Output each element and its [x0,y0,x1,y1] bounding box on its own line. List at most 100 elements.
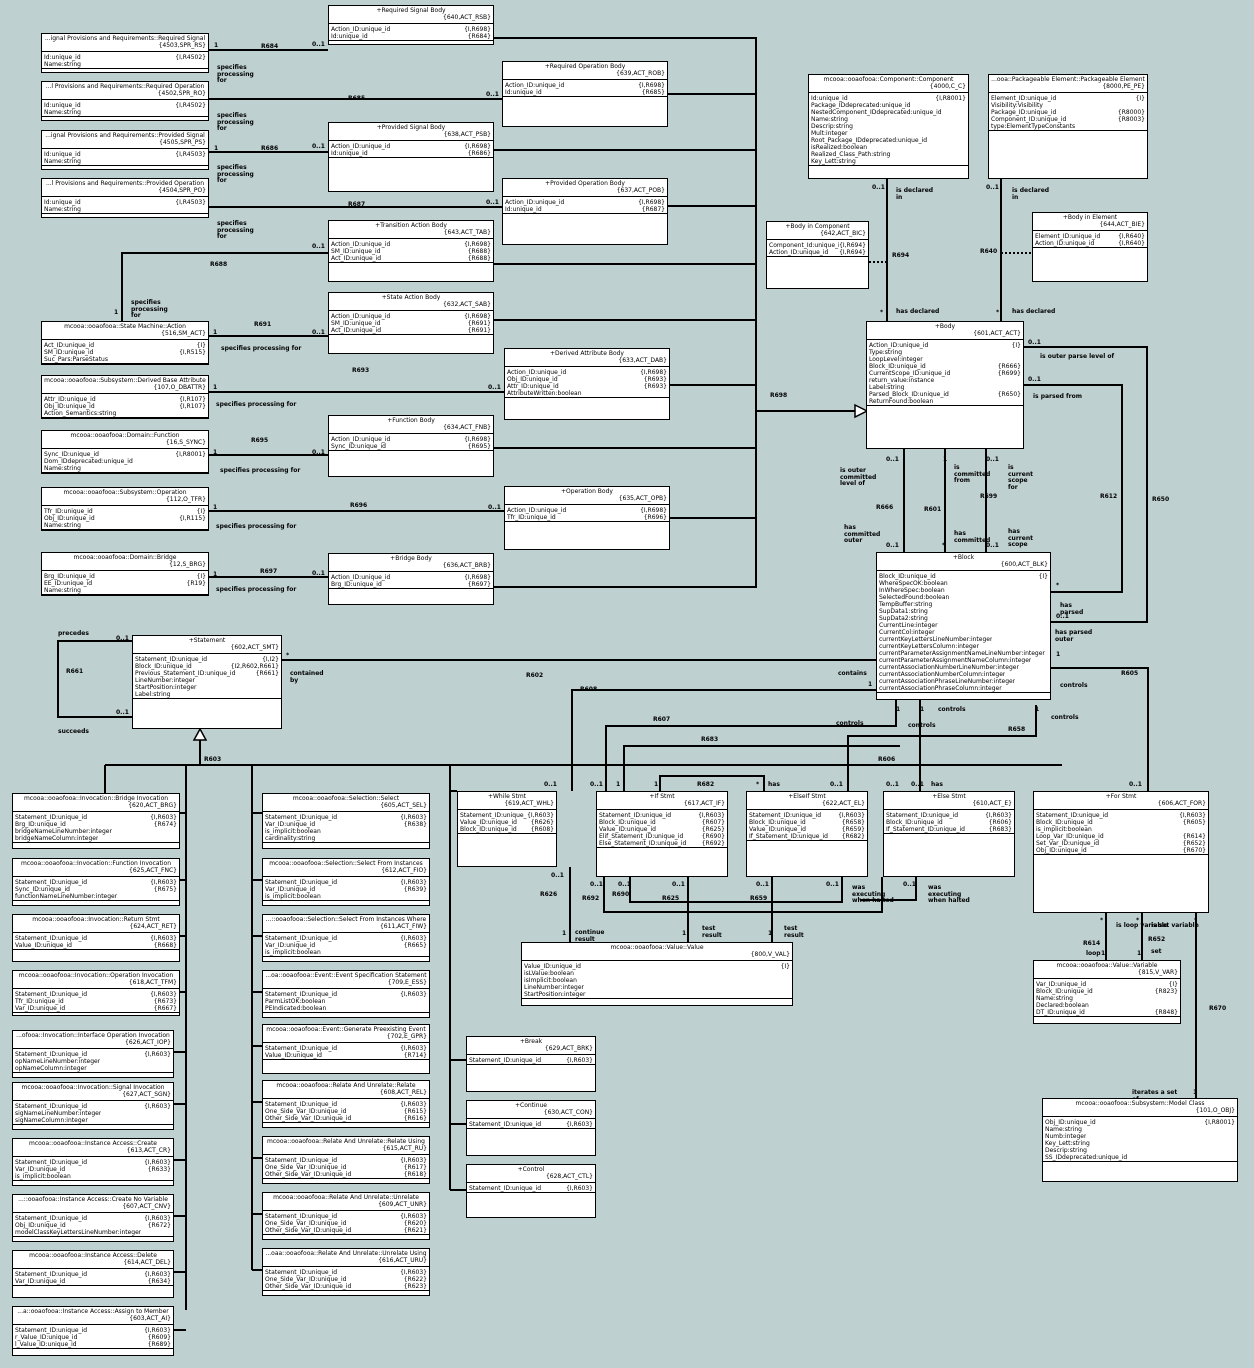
association-label: R603 [204,756,222,763]
class-s-brg[interactable]: mcooa::ooaofooa::Domain::Bridge{12,S_BRG… [41,552,209,596]
class-act-fio[interactable]: mcooa::ooaofooa::Selection::Select From … [262,858,430,906]
class-act-brk[interactable]: +Break{629,ACT_BRK}Statement_ID:unique_i… [466,1036,596,1092]
association-label: 1 [1193,1089,1198,1096]
association-label: 1 [943,456,948,463]
association-label: is declared in [896,187,934,201]
class-header: ...a::ooaofooa::Instance Access::Assign … [13,1307,173,1325]
class-spr-po[interactable]: ...l Provisions and Requirements::Provid… [41,178,209,218]
class-act-rel[interactable]: mcooa::ooaofooa::Relate And Unrelate::Re… [262,1080,430,1128]
class-keyletters: {624,ACT_RET} [129,923,177,930]
class-pe-pe[interactable]: ...ooa::Packageable Element::Packageable… [988,74,1148,179]
class-v-val[interactable]: mcooa::ooaofooa::Value::Value{800,V_VAL}… [521,942,793,1006]
attribute-row: Visibility:Visibility [991,102,1043,109]
attribute-row: Obj_ID:unique_id{I,R115} [44,515,206,522]
attribute-row: SS_IDdeprecated:unique_id [1045,1154,1128,1161]
class-act-tfm[interactable]: mcooa::ooaofooa::Invocation::Operation I… [12,970,180,1016]
attribute-row: Action_ID:unique_id{I,R698} [331,574,491,581]
attribute-row: Package_IDdeprecated:unique_id [811,102,911,109]
class-e-gpr[interactable]: mcooa::ooaofooa::Event::Generate Preexis… [262,1024,430,1074]
class-act-fiw[interactable]: ...::ooaofooa::Selection::Select From In… [262,914,430,962]
class-name: +If Stmt [649,793,675,800]
attribute-row: Sync_ID:unique_id{R695} [331,443,491,450]
class-spr-rs[interactable]: ...ignal Provisions and Requirements::Re… [41,33,209,73]
class-act-if[interactable]: +If Stmt{617,ACT_IF}Statement_ID:unique_… [596,791,728,877]
class-act-ctl[interactable]: +Control{628,ACT_CTL}Statement_ID:unique… [466,1164,596,1218]
class-keyletters: {702,E_GPR} [386,1033,427,1040]
class-o-tfr[interactable]: mcooa::ooaofooa::Subsystem::Operation{11… [41,487,209,531]
class-act-el[interactable]: +ElseIf Stmt{622,ACT_EL}Statement_ID:uni… [746,791,868,877]
attribute-list: Statement_ID:unique_id{I,R603} [467,1055,595,1065]
class-name: ...l Provisions and Requirements::Provid… [45,180,205,187]
class-act-unr[interactable]: mcooa::ooaofooa::Relate And Unrelate::Un… [262,1192,430,1240]
association-label: R640 [980,248,998,255]
class-s-sync[interactable]: mcooa::ooaofooa::Domain::Function{16,S_S… [41,430,209,474]
association-label: * [1194,917,1198,924]
class-act-sab[interactable]: +State Action Body{632,ACT_SAB}Action_ID… [328,292,494,354]
class-act-ru[interactable]: mcooa::ooaofooa::Relate And Unrelate::Re… [262,1136,430,1184]
association-label: R666 [876,504,894,511]
attribute-list: Statement_ID:unique_id{I,R603}Var_ID:uni… [263,933,429,957]
class-act-sel[interactable]: mcooa::ooaofooa::Selection::Select{605,A… [262,793,430,849]
class-act-smt[interactable]: +Statement{602,ACT_SMT}Statement_ID:uniq… [132,635,282,729]
attribute-row: currentAssociationNumberLineNumber:integ… [879,664,1019,671]
class-act-cr[interactable]: mcooa::ooaofooa::Instance Access::Create… [12,1138,174,1186]
class-act-e[interactable]: +Else Stmt{610,ACT_E}Statement_ID:unique… [883,791,1015,877]
class-act-blk[interactable]: +Block{600,ACT_BLK}Block_ID:unique_id{I}… [876,552,1051,700]
attribute-row: Sync_ID:unique_id{R675} [15,886,177,893]
class-act-pob[interactable]: +Provided Operation Body{637,ACT_POB}Act… [502,178,668,245]
attribute-row: Attr_ID:unique_id{I,R107} [44,396,206,403]
class-act-brg[interactable]: mcooa::ooaofooa::Invocation::Bridge Invo… [12,793,180,849]
attribute-row: currentParameterAssignmentNameLineNumber… [879,650,1045,657]
attribute-list: Id:unique_id{I,R4502}Name:string [42,100,208,117]
class-e-ess[interactable]: ...oa::ooaofooa::Event::Event Specificat… [262,970,430,1018]
class-act-iop[interactable]: ...ofooa::Invocation::Interface Operatio… [12,1030,174,1078]
class-act-for[interactable]: +For Stmt{606,ACT_FOR}Statement_ID:uniqu… [1033,791,1209,913]
attribute-row: Name:string [44,158,81,165]
class-act-bie[interactable]: +Body in Element{644,ACT_BIE}Element_ID:… [1032,212,1148,282]
attribute-row: Tfr_ID:unique_id{I} [44,508,206,515]
class-act-uru[interactable]: ...oaa::ooaofooa::Relate And Unrelate::U… [262,1248,430,1296]
association-label: controls [908,722,936,729]
class-keyletters: {622,ACT_EL} [822,800,865,807]
class-act-rsb[interactable]: +Required Signal Body{640,ACT_RSB}Action… [328,5,494,45]
class-act-sgn[interactable]: mcooa::ooaofooa::Invocation::Signal Invo… [12,1082,174,1130]
class-name: ...a::ooaofooa::Instance Access::Assign … [17,1308,169,1315]
association-label: R670 [1209,1005,1227,1012]
association-label: 0..1 [826,881,839,888]
class-spr-ro[interactable]: ...l Provisions and Requirements::Requir… [41,81,209,121]
class-act-dab[interactable]: +Derived Attribute Body{633,ACT_DAB}Acti… [504,348,670,420]
line-R690 [629,877,843,903]
class-act-opb[interactable]: +Operation Body{635,ACT_OPB}Action_ID:un… [504,486,670,550]
class-o-obj[interactable]: mcooa::ooaofooa::Subsystem::Model Class{… [1042,1098,1238,1182]
association-label: 1 [1137,950,1142,957]
class-spr-ps[interactable]: ...ignal Provisions and Requirements::Pr… [41,130,209,170]
class-v-var[interactable]: mcooa::ooaofooa::Value::Variable{815,V_V… [1033,960,1181,1024]
class-keyletters: {607,ACT_CNV} [122,1203,171,1210]
class-act-psb[interactable]: +Provided Signal Body{638,ACT_PSB}Action… [328,122,494,192]
class-keyletters: {12,S_BRG} [169,561,206,568]
attribute-list: Statement_ID:unique_id{I,R603}Block_ID:u… [597,810,727,848]
class-act-cnv[interactable]: ...::ooaofooa::Instance Access::Create N… [12,1194,174,1242]
attribute-row: Statement_ID:unique_id{I,R603} [265,1045,427,1052]
class-act-ret[interactable]: mcooa::ooaofooa::Invocation::Return Stmt… [12,914,180,962]
attribute-row: CurrentCol:integer [879,629,935,636]
class-act-ai[interactable]: ...a::ooaofooa::Instance Access::Assign … [12,1306,174,1356]
class-act-act[interactable]: +Body{601,ACT_ACT}Action_ID:unique_id{I}… [866,321,1024,449]
class-o-dbattr[interactable]: mcooa::ooaofooa::Subsystem::Derived Base… [41,375,209,419]
line-R683 [623,745,900,791]
class-act-con[interactable]: +Continue{630,ACT_CON}Statement_ID:uniqu… [466,1100,596,1156]
association-label: 0..1 [312,449,325,456]
association-label: 0..1 [312,329,325,336]
class-act-bic[interactable]: +Body in Component{642,ACT_BIC}Component… [766,221,869,289]
class-c-c[interactable]: mcooa::ooaofooa::Component::Component{40… [808,74,969,179]
class-name: mcooa::ooaofooa::Relate And Unrelate::Re… [276,1082,416,1089]
class-act-del[interactable]: mcooa::ooaofooa::Instance Access::Delete… [12,1250,174,1298]
class-act-rob[interactable]: +Required Operation Body{639,ACT_ROB}Act… [502,61,668,127]
class-act-whl[interactable]: +While Stmt{619,ACT_WHL}Statement_ID:uni… [457,791,557,867]
class-act-fnc[interactable]: mcooa::ooaofooa::Invocation::Function In… [12,858,180,906]
line-R605 [1051,667,1149,791]
class-act-tab[interactable]: +Transition Action Body{643,ACT_TAB}Acti… [328,220,494,282]
class-sm-act[interactable]: mcooa::ooaofooa::State Machine::Action{5… [41,321,209,365]
class-act-fnb[interactable]: +Function Body{634,ACT_FNB}Action_ID:uni… [328,415,494,477]
class-act-brb[interactable]: +Bridge Body{636,ACT_BRB}Action_ID:uniqu… [328,553,494,605]
